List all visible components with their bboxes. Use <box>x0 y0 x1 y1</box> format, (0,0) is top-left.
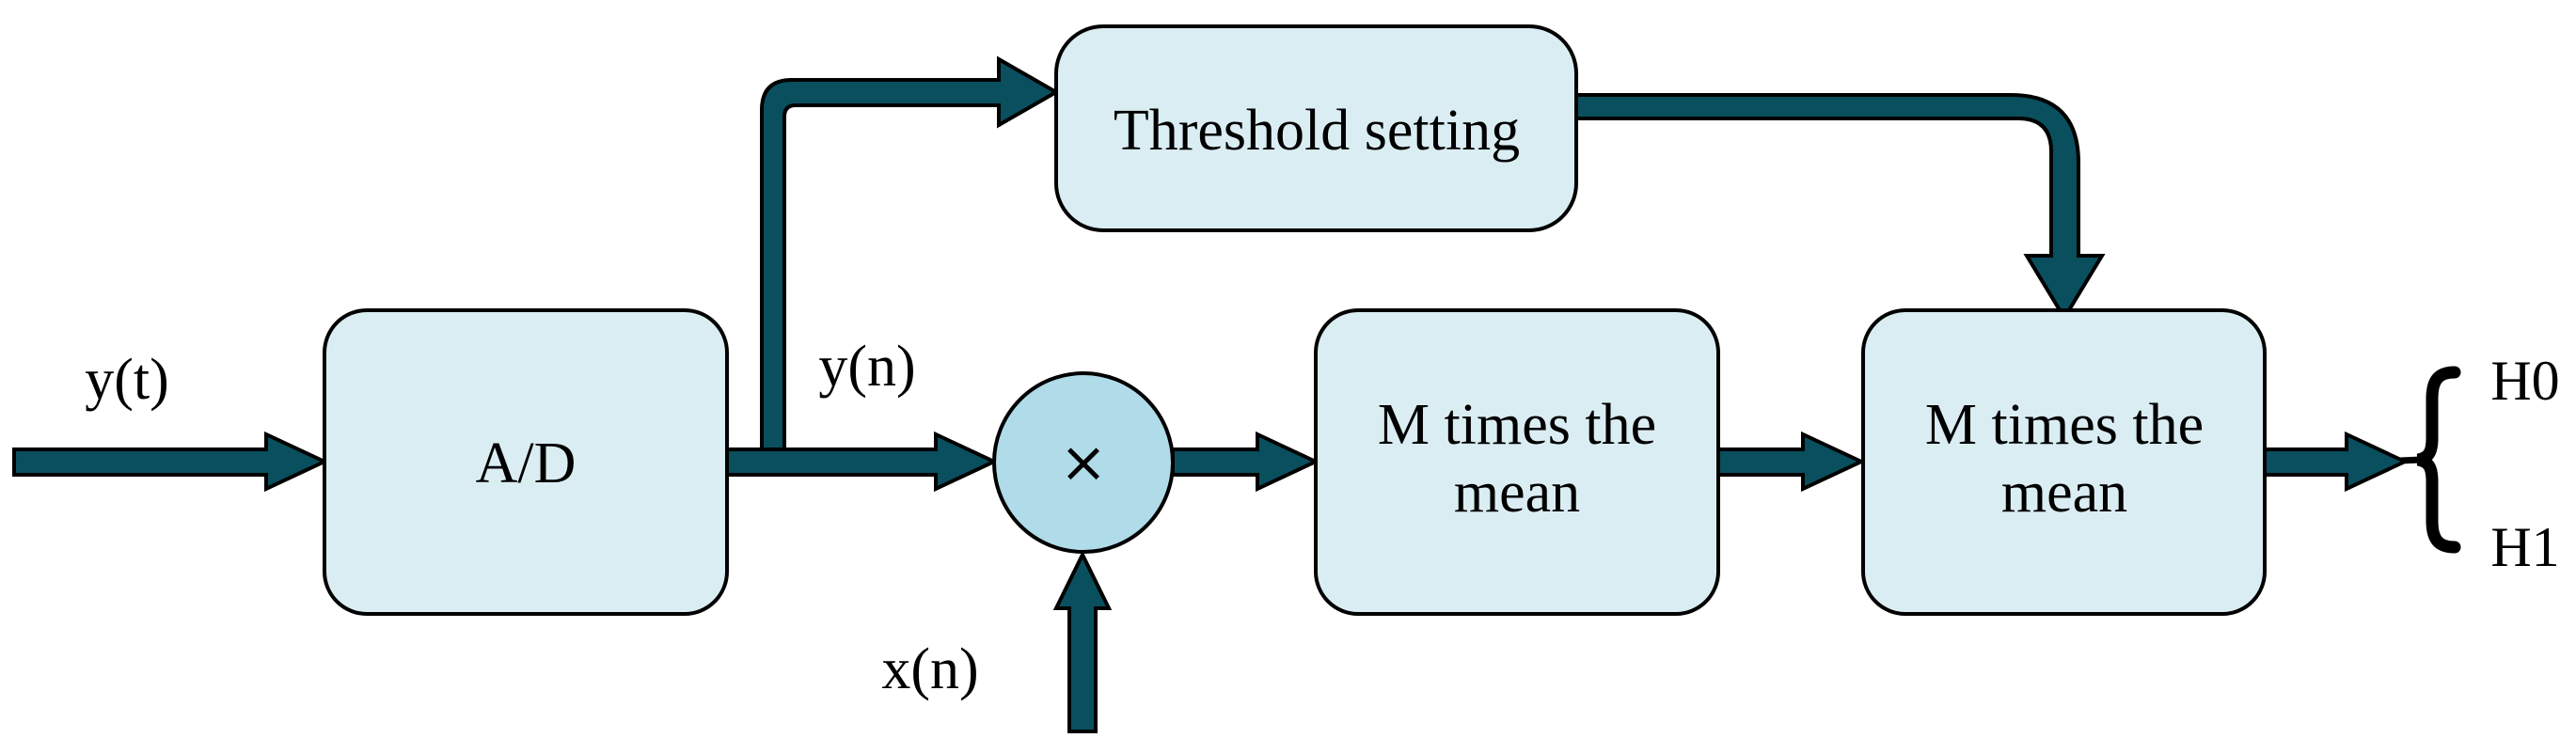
selection-brace <box>2416 366 2461 554</box>
sampled-signal-arrow <box>725 431 999 493</box>
sampled-signal-label: y(n) <box>818 335 915 399</box>
reference-input-label: x(n) <box>881 637 978 701</box>
stage1-to-stage2-arrow <box>1716 431 1866 493</box>
decision-output-arrow <box>2263 431 2410 493</box>
mean-stage2-label-line2: mean <box>2001 461 2127 525</box>
mean-stage2-box <box>1861 308 2267 616</box>
analog-input-arrow <box>12 431 329 493</box>
reference-input-arrow <box>1052 550 1113 733</box>
mean-stage1-label-line1: M times the <box>1378 393 1656 457</box>
threshold-to-stage2-arrow <box>1574 93 2106 322</box>
branch-to-threshold-arrow <box>760 55 1061 453</box>
ad-converter-label: A/D <box>476 432 577 495</box>
ad-converter-box <box>323 308 729 616</box>
threshold-setting-box <box>1054 24 1578 232</box>
multiply-symbol: × <box>1060 430 1107 495</box>
threshold-setting-label: Threshold setting <box>1114 99 1520 163</box>
mean-stage1-label-line2: mean <box>1454 461 1580 525</box>
hypothesis-h1-label: H1 <box>2490 516 2559 578</box>
analog-input-label: y(t) <box>85 348 169 412</box>
hypothesis-h0-label: H0 <box>2490 350 2559 412</box>
multiplier-output-arrow <box>1171 431 1320 493</box>
multiplier-circle <box>992 371 1175 554</box>
mean-stage1-box <box>1314 308 1720 616</box>
mean-stage2-label-line1: M times the <box>1925 393 2204 457</box>
